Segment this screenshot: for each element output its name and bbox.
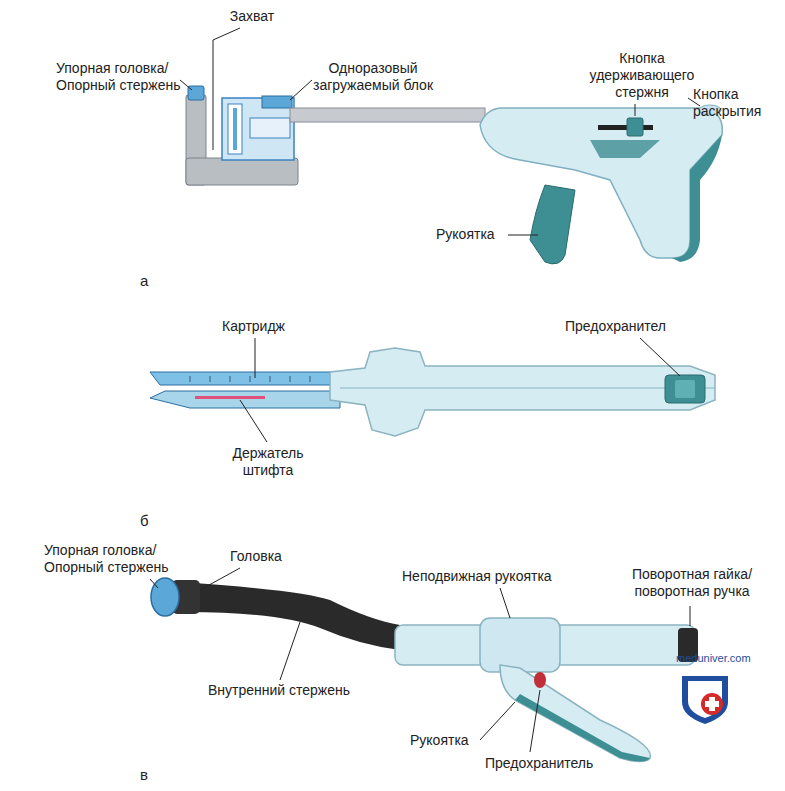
leader-lines-part <box>213 28 240 150</box>
part-label: Неподвижная рукоятка <box>402 568 572 585</box>
leader-lines-part <box>690 606 691 626</box>
circular-stapler-part <box>500 665 650 762</box>
part-label: Рукоятка <box>436 226 508 243</box>
leader-lines-part <box>280 622 300 680</box>
circular-stapler <box>151 578 698 762</box>
leader-lines-part <box>240 400 267 442</box>
circular-stapler-part <box>480 618 560 672</box>
part-label: Кнопка удерживающего стержня <box>584 50 700 100</box>
part-label: Держатель штифта <box>222 445 314 479</box>
part-label: Рукоятка <box>410 732 482 749</box>
watermark-icon-part <box>709 697 715 711</box>
leader-lines-part <box>635 104 636 116</box>
linear-stapler-part <box>186 158 298 185</box>
panel-letter: а <box>140 272 160 290</box>
circular-stapler-part <box>151 578 179 616</box>
leader-lines-part <box>255 338 256 378</box>
leader-lines-part <box>508 235 538 236</box>
linear-cutter <box>150 348 715 436</box>
leader-lines-part <box>150 579 158 588</box>
linear-cutter-part <box>675 380 695 398</box>
linear-cutter-part <box>190 376 310 382</box>
linear-cutter-part <box>665 375 705 403</box>
linear-cutter-part <box>340 388 715 389</box>
panel-letter: б <box>140 512 160 530</box>
leader-lines-part <box>640 338 680 376</box>
leader-lines-part <box>500 588 510 618</box>
watermark-icon-part <box>701 693 723 715</box>
watermark-icon <box>682 676 728 724</box>
linear-stapler-part <box>290 108 485 122</box>
leader-lines <box>150 28 700 752</box>
linear-cutter-part <box>150 372 340 385</box>
linear-stapler-part <box>530 185 575 264</box>
watermark-icon-part <box>682 676 728 724</box>
part-label: Внутренний стержень <box>208 682 378 699</box>
circular-stapler-part <box>515 694 650 762</box>
part-label: Захват <box>222 8 282 25</box>
part-label: Головка <box>230 548 300 565</box>
circular-stapler-part <box>180 582 400 650</box>
linear-stapler-part <box>262 96 292 108</box>
leader-lines-part <box>290 80 312 100</box>
part-label: Упорная головка/ Опорный стержень <box>56 60 188 94</box>
watermark-icon-part <box>688 681 722 718</box>
leader-lines-part <box>480 702 515 740</box>
watermark: meduniver.com <box>676 652 781 665</box>
linear-stapler-part <box>480 108 722 258</box>
part-label: Упорная головка/ Опорный стержень <box>44 542 176 576</box>
leader-lines-part <box>530 690 540 752</box>
linear-stapler <box>186 86 722 264</box>
leader-lines-part <box>180 80 192 90</box>
linear-stapler-part <box>233 108 237 150</box>
part-label: Одноразовый загружаемый блок <box>308 60 438 94</box>
part-label: Предохранител <box>565 318 675 335</box>
linear-stapler-part <box>228 104 242 154</box>
circular-stapler-part <box>534 672 546 688</box>
part-label: Картридж <box>222 318 302 335</box>
panel-letter: в <box>140 766 160 784</box>
part-label: Кнопка раскрытия <box>693 86 781 120</box>
part-label: Поворотная гайка/ поворотная ручка <box>606 566 778 600</box>
linear-cutter-part <box>195 396 265 399</box>
leader-lines-part <box>200 568 240 590</box>
part-label: Предохранитель <box>485 755 615 772</box>
linear-stapler-part <box>590 140 660 158</box>
linear-stapler-part <box>598 125 653 130</box>
linear-cutter-part <box>330 348 715 436</box>
linear-stapler-part <box>627 118 643 136</box>
linear-stapler-part <box>250 118 290 138</box>
linear-cutter-part <box>150 391 340 408</box>
linear-stapler-part <box>672 135 722 262</box>
